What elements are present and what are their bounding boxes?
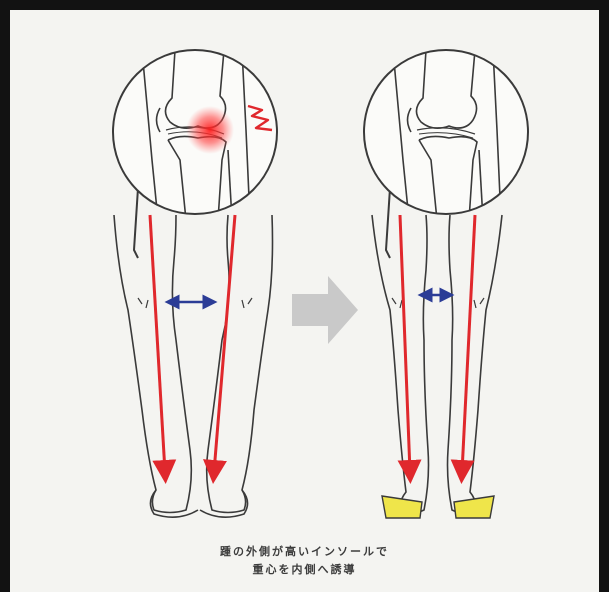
diagram-caption: 踵の外側が高いインソールで 重心を内側へ誘導 [10, 543, 599, 579]
legs-before [114, 215, 273, 517]
magnifier-pointer [386, 188, 390, 258]
after-figure [364, 50, 528, 518]
before-figure [113, 50, 277, 517]
load-line-right-before [214, 215, 235, 472]
insole-right [454, 496, 494, 518]
pain-marker [186, 106, 234, 154]
caption-line-2: 重心を内側へ誘導 [10, 561, 599, 579]
knee-alignment-diagram [10, 10, 599, 592]
load-line-right-after [462, 215, 475, 472]
illustration-panel: 踵の外側が高いインソールで 重心を内側へ誘導 [10, 10, 599, 592]
load-line-left-before [150, 215, 165, 472]
caption-line-1: 踵の外側が高いインソールで [10, 543, 599, 561]
transition-arrow-icon [292, 276, 358, 344]
insole-left [382, 496, 422, 518]
load-line-left-after [400, 215, 410, 472]
legs-after [372, 215, 502, 513]
magnifier-pointer [134, 188, 138, 258]
